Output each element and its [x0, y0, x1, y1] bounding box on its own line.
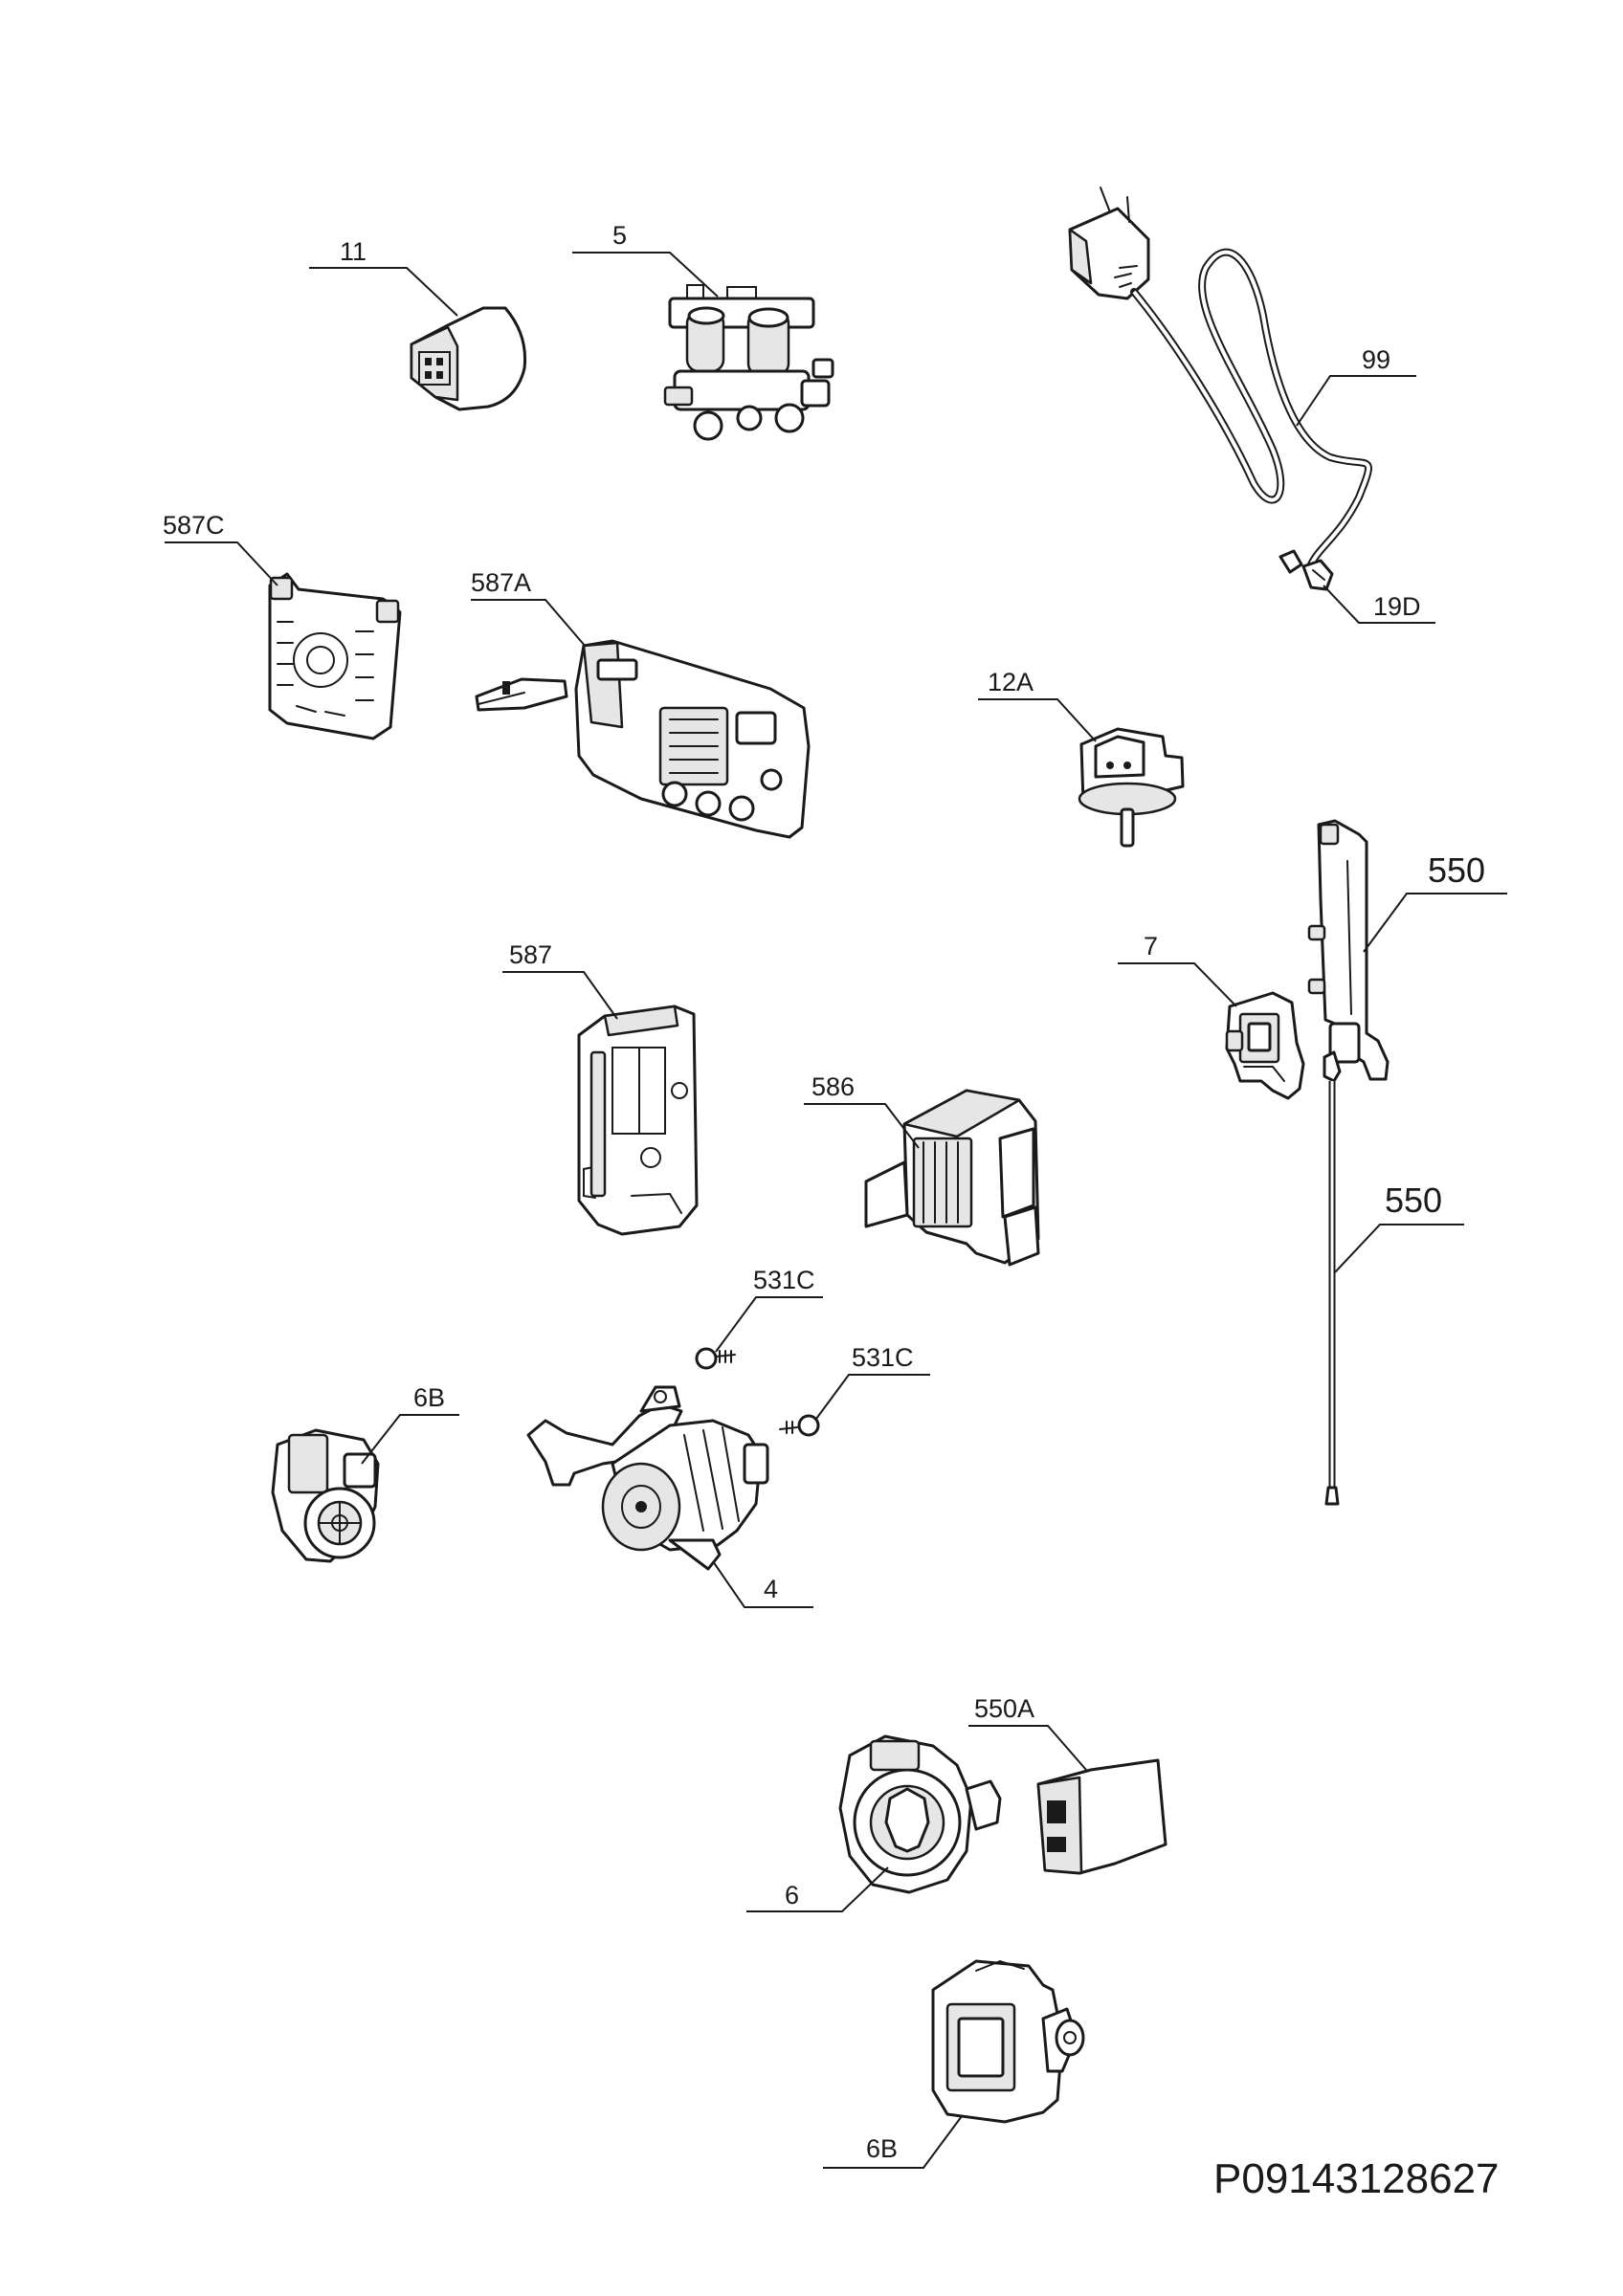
part-531C-screw-a	[695, 1347, 736, 1370]
callout-6B-left-label: 6B	[413, 1383, 445, 1412]
callout-6B-left: 6B	[361, 1383, 459, 1465]
callout-5-label: 5	[612, 221, 627, 250]
callout-586: 586	[804, 1072, 920, 1149]
callout-12A-label: 12A	[988, 668, 1034, 696]
callout-7-label: 7	[1144, 932, 1158, 960]
callout-587-label: 587	[509, 940, 552, 969]
part-550A-box	[1036, 1758, 1167, 1875]
part-6-drain-pump	[838, 1734, 1002, 1894]
part-531C-screw-b	[779, 1414, 820, 1437]
part-7-door-lock	[1225, 991, 1305, 1100]
part-587C-bracket	[268, 572, 402, 740]
part-586-module	[864, 1089, 1040, 1267]
callout-531C-a-label: 531C	[753, 1266, 815, 1294]
callout-99: 99	[1296, 345, 1416, 427]
part-12A-pressure-switch	[1078, 727, 1185, 848]
callout-550-top: 550	[1363, 850, 1507, 953]
callout-550-top-label: 550	[1428, 850, 1485, 890]
callout-587C: 587C	[163, 511, 278, 586]
callout-550-mid-label: 550	[1385, 1181, 1442, 1220]
callout-4: 4	[712, 1560, 813, 1608]
document-number: P09143128627	[1213, 2155, 1500, 2202]
callout-99-label: 99	[1362, 345, 1390, 374]
callout-19D: 19D	[1323, 585, 1435, 624]
callout-587: 587	[502, 940, 618, 1020]
callout-6B-bottom-label: 6B	[866, 2134, 898, 2163]
part-550-wire-harness	[1323, 1050, 1342, 1506]
part-11-connector	[410, 306, 527, 411]
callout-6B-bottom: 6B	[823, 2115, 963, 2169]
callout-11-label: 11	[340, 237, 367, 266]
callout-587C-label: 587C	[163, 511, 225, 540]
part-587A-main-board	[475, 639, 811, 839]
callout-6-label: 6	[785, 1881, 799, 1910]
callout-5: 5	[572, 221, 719, 298]
callout-12A: 12A	[978, 668, 1097, 742]
callout-531C-a: 531C	[715, 1266, 823, 1353]
callout-587A-label: 587A	[471, 568, 531, 597]
part-6B-drain-pump-bottom	[931, 1959, 1085, 2124]
callout-550A-label: 550A	[974, 1694, 1034, 1723]
callout-587A: 587A	[471, 568, 587, 648]
part-99-power-cord	[1068, 187, 1372, 568]
callout-586-label: 586	[812, 1072, 855, 1101]
callout-6: 6	[746, 1866, 889, 1912]
callout-7: 7	[1118, 932, 1237, 1007]
part-550-rail	[1307, 819, 1390, 1081]
callout-550-mid: 550	[1334, 1181, 1464, 1273]
callout-531C-b-label: 531C	[852, 1343, 914, 1372]
callout-11: 11	[309, 237, 458, 317]
part-6B-drain-pump-left	[271, 1428, 380, 1563]
part-19D-clip	[1278, 549, 1334, 591]
part-4-motor	[526, 1385, 769, 1571]
callout-4-label: 4	[764, 1575, 778, 1603]
callout-531C-b: 531C	[815, 1343, 930, 1420]
callout-550A: 550A	[968, 1694, 1087, 1771]
part-5-inlet-valve	[663, 284, 834, 441]
part-587-board-housing	[577, 1004, 699, 1236]
callout-19D-label: 19D	[1373, 592, 1421, 621]
